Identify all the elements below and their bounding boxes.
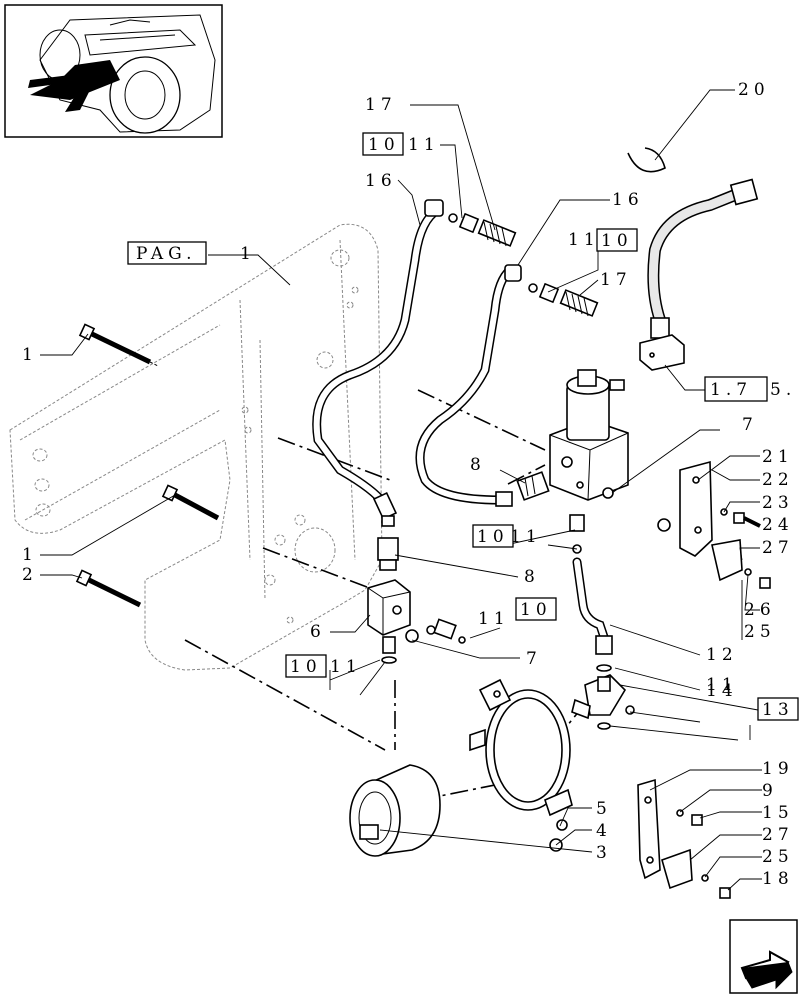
hose-16-right [415,264,522,507]
bracket-upper [657,460,771,589]
fitting-top-right [528,282,599,317]
label-2: 2 [22,565,38,585]
label-pag: PAG. [136,244,197,264]
label-10a: 10 [368,135,400,155]
label-11e: 11 [330,657,362,677]
label-17a: 17 [365,95,397,115]
label-27a: 27 [762,538,794,558]
label-26: 26 [744,600,776,620]
label-16a: 16 [365,171,397,191]
label-11f: 11 [706,675,738,695]
block-6 [367,537,466,664]
label-24: 24 [762,515,794,535]
label-25b: 25 [762,847,794,867]
label-1b: 1 [22,545,38,565]
label-10c: 10 [477,527,509,547]
accumulator-clamp [469,678,573,852]
label-7b: 7 [526,649,542,669]
label-19: 19 [762,759,794,779]
label-10e: 10 [290,657,322,677]
label-pag-1: 1 [240,244,256,264]
label-22: 22 [762,470,794,490]
label-20: 20 [738,80,770,100]
hose-16-left [312,199,444,527]
bolt-2 [75,569,142,608]
bolt-1a [78,323,159,367]
fitting-top-left [448,212,517,247]
frame-ghost [9,223,383,671]
accumulator-3 [349,764,441,857]
label-1a: 1 [22,345,38,365]
label-4: 4 [596,821,612,841]
label-14: 14 [706,681,738,701]
label-15: 15 [762,803,794,823]
label-3: 3 [596,843,612,863]
label-8a: 8 [470,455,486,475]
label-10b: 10 [601,231,633,251]
bolt-1b [161,484,220,521]
bracket-lower [637,778,731,899]
label-11a: 11 [408,135,440,155]
tractor-thumbnail [4,4,223,138]
label-11b: 11 [568,230,600,250]
fitting-8-valve [516,471,550,501]
label-8b: 8 [524,567,540,587]
leader-lines [40,89,762,891]
label-11c: 11 [510,527,542,547]
tee-fitting [571,674,635,730]
label-21: 21 [762,447,794,467]
label-10d: 10 [520,600,552,620]
label-13: 13 [762,700,794,720]
label-12: 12 [706,645,738,665]
label-5: 5 [596,799,612,819]
label-16b: 16 [612,190,644,210]
label-25a: 25 [744,622,776,642]
pipe-12 [569,514,613,672]
label-27b: 27 [762,825,794,845]
label-6: 6 [310,622,326,642]
solenoid-valve [549,369,629,501]
wiring-harness [627,147,759,371]
label-23: 23 [762,493,794,513]
label-ref-1-7: 1.7 [710,380,752,400]
label-17b: 17 [600,270,632,290]
next-page-arrow-icon[interactable] [729,919,798,994]
label-11d: 11 [478,609,510,629]
label-7a: 7 [742,415,758,435]
label-ref-suffix: 5. [770,380,796,400]
label-18: 18 [762,869,794,889]
label-9: 9 [762,781,778,801]
